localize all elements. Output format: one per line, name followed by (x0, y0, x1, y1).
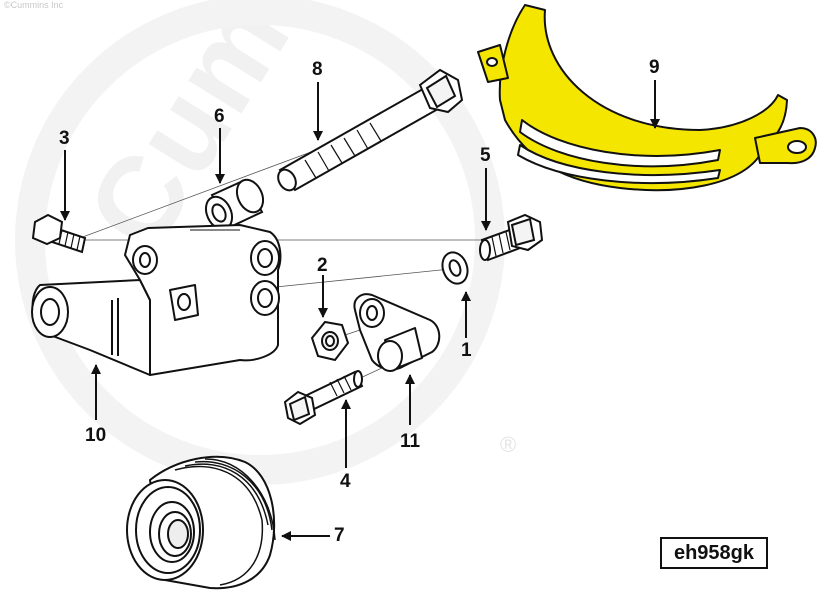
bracket-part-10 (31, 224, 282, 376)
callout-arrows (60, 80, 660, 541)
callout-6: 6 (214, 106, 225, 127)
link-part-11 (353, 293, 441, 372)
callout-1: 1 (461, 340, 472, 361)
hex-nut-part-2 (310, 320, 350, 362)
flange-bolt-part-5 (479, 213, 544, 262)
callout-4: 4 (340, 471, 351, 492)
registered-mark: ® (500, 432, 517, 457)
callout-8: 8 (312, 59, 323, 80)
callout-11: 11 (400, 431, 421, 452)
diagram-code-label: eh958gk (660, 537, 768, 569)
bolt-part-4 (283, 370, 364, 426)
sleeve-part-6 (204, 178, 265, 231)
pulley-part-7 (126, 455, 276, 590)
callout-5: 5 (480, 145, 491, 166)
small-bolt-part-3 (31, 213, 87, 254)
callout-2: 2 (317, 255, 328, 276)
callout-9: 9 (649, 57, 660, 78)
copyright-text: ©Cummins Inc (4, 0, 64, 10)
long-bolt-part-8 (277, 68, 464, 192)
clamp-band-part-9 (477, 4, 817, 192)
callout-10: 10 (85, 425, 107, 446)
washer-part-1 (441, 251, 469, 285)
callout-3: 3 (59, 128, 70, 149)
callout-7: 7 (334, 525, 345, 546)
